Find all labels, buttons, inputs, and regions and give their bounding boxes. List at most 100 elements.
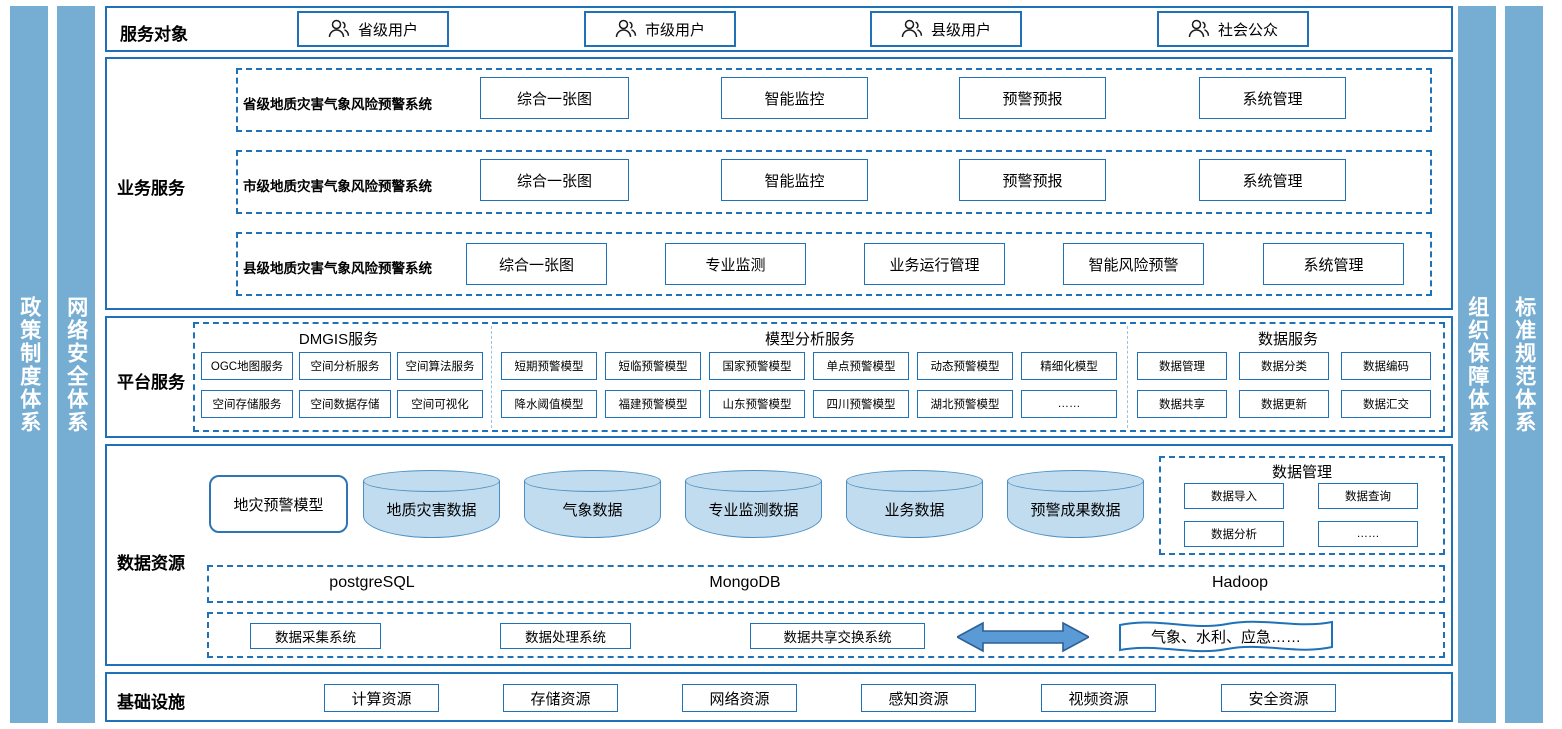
platform-group-title-dmgis: DMGIS服务 [298, 331, 379, 348]
model-item-9[interactable]: 四川预警模型 [813, 390, 909, 418]
dmgis-item-4[interactable]: 空间数据存储 [299, 390, 391, 418]
user-box-public[interactable]: 社会公众 [1157, 11, 1309, 47]
business-row-county-name: 县级地质灾害气象风险预警系统 [243, 261, 432, 276]
cylinder-label: 业务数据 [884, 502, 945, 519]
model-item-0[interactable]: 短期预警模型 [501, 352, 597, 380]
user-label: 省级用户 [357, 21, 418, 39]
infrastructure-item-0[interactable]: 计算资源 [324, 684, 439, 712]
pillar-policy-system: 政策制度体系 [10, 6, 48, 723]
platform-group-title-data: 数据服务 [1257, 331, 1318, 348]
model-item-3[interactable]: 单点预警模型 [813, 352, 909, 380]
data-management-title: 数据管理 [1271, 464, 1332, 481]
model-item-8[interactable]: 山东预警模型 [709, 390, 805, 418]
data-management-item-1[interactable]: 数据查询 [1318, 483, 1418, 509]
data-management-item-0[interactable]: 数据导入 [1184, 483, 1284, 509]
cylinder-label: 专业监测数据 [708, 502, 799, 519]
disaster-warning-model-box[interactable]: 地灾预警模型 [209, 475, 348, 533]
business-item-county-1[interactable]: 专业监测 [665, 243, 806, 285]
dmgis-item-2[interactable]: 空间算法服务 [397, 352, 483, 380]
business-item-municipal-0[interactable]: 综合一张图 [480, 159, 629, 201]
infrastructure-item-5[interactable]: 安全资源 [1221, 684, 1336, 712]
data-resource-label: 数据资源 [117, 554, 185, 573]
dmgis-item-0[interactable]: OGC地图服务 [201, 352, 293, 380]
business-item-provincial-2[interactable]: 预警预报 [959, 77, 1106, 119]
cylinder-top [524, 470, 661, 492]
model-item-1[interactable]: 短临预警模型 [605, 352, 701, 380]
user-label: 县级用户 [930, 21, 991, 39]
dataservice-item-4[interactable]: 数据更新 [1239, 390, 1329, 418]
infrastructure-item-2[interactable]: 网络资源 [682, 684, 797, 712]
cylinder-business-data[interactable]: 业务数据 [846, 470, 983, 538]
platform-service-label: 平台服务 [117, 373, 185, 392]
business-item-provincial-3[interactable]: 系统管理 [1199, 77, 1346, 119]
model-item-5[interactable]: 精细化模型 [1021, 352, 1117, 380]
model-item-6[interactable]: 降水阈值模型 [501, 390, 597, 418]
cylinder-geohazard-data[interactable]: 地质灾害数据 [363, 470, 500, 538]
service-objects-label: 服务对象 [120, 25, 188, 44]
dataservice-item-0[interactable]: 数据管理 [1137, 352, 1227, 380]
dmgis-item-5[interactable]: 空间可视化 [397, 390, 483, 418]
user-label: 社会公众 [1217, 21, 1278, 39]
cylinder-label: 预警成果数据 [1030, 502, 1121, 519]
user-icon [615, 19, 637, 38]
user-icon [1188, 19, 1210, 38]
cylinder-label: 气象数据 [562, 502, 623, 519]
pillar-network-security: 网络安全体系 [57, 6, 95, 723]
cylinder-meteorological-data[interactable]: 气象数据 [524, 470, 661, 538]
pipeline-system-processing[interactable]: 数据处理系统 [500, 623, 631, 649]
database-hadoop: Hadoop [1211, 574, 1269, 591]
pillar-network-label: 网络安全体系 [64, 295, 88, 434]
external-departments-doc[interactable]: 气象、水利、应急…… [1117, 616, 1335, 656]
cylinder-warning-results-data[interactable]: 预警成果数据 [1007, 470, 1144, 538]
business-item-county-0[interactable]: 综合一张图 [466, 243, 607, 285]
business-item-provincial-1[interactable]: 智能监控 [721, 77, 868, 119]
user-icon [328, 19, 350, 38]
cylinder-label: 地质灾害数据 [386, 502, 477, 519]
business-item-county-4[interactable]: 系统管理 [1263, 243, 1404, 285]
infrastructure-item-1[interactable]: 存储资源 [503, 684, 618, 712]
business-item-county-2[interactable]: 业务运行管理 [864, 243, 1005, 285]
model-item-2[interactable]: 国家预警模型 [709, 352, 805, 380]
platform-divider-2 [1127, 326, 1128, 428]
platform-group-title-model: 模型分析服务 [764, 331, 855, 348]
cylinder-professional-monitoring-data[interactable]: 专业监测数据 [685, 470, 822, 538]
user-icon [901, 19, 923, 38]
business-item-municipal-2[interactable]: 预警预报 [959, 159, 1106, 201]
data-management-item-3[interactable]: …… [1318, 521, 1418, 547]
model-item-10[interactable]: 湖北预警模型 [917, 390, 1013, 418]
pillar-organization-guarantee: 组织保障体系 [1458, 6, 1496, 723]
business-row-provincial-name: 省级地质灾害气象风险预警系统 [243, 97, 432, 112]
dataservice-item-5[interactable]: 数据汇交 [1341, 390, 1431, 418]
business-item-municipal-1[interactable]: 智能监控 [721, 159, 868, 201]
infrastructure-label: 基础设施 [117, 693, 185, 712]
dmgis-item-1[interactable]: 空间分析服务 [299, 352, 391, 380]
model-item-11[interactable]: …… [1021, 390, 1117, 418]
dataservice-item-1[interactable]: 数据分类 [1239, 352, 1329, 380]
business-item-county-3[interactable]: 智能风险预警 [1063, 243, 1204, 285]
cylinder-top [685, 470, 822, 492]
dataservice-item-3[interactable]: 数据共享 [1137, 390, 1227, 418]
dataservice-item-2[interactable]: 数据编码 [1341, 352, 1431, 380]
model-item-4[interactable]: 动态预警模型 [917, 352, 1013, 380]
cylinder-top [363, 470, 500, 492]
pillar-org-label: 组织保障体系 [1465, 295, 1489, 434]
pillar-std-label: 标准规范体系 [1512, 295, 1536, 434]
infrastructure-item-4[interactable]: 视频资源 [1041, 684, 1156, 712]
model-item-7[interactable]: 福建预警模型 [605, 390, 701, 418]
data-management-item-2[interactable]: 数据分析 [1184, 521, 1284, 547]
business-item-provincial-0[interactable]: 综合一张图 [480, 77, 629, 119]
cylinder-top [846, 470, 983, 492]
user-label: 市级用户 [644, 21, 705, 39]
user-box-county[interactable]: 县级用户 [870, 11, 1022, 47]
business-row-county [236, 232, 1432, 296]
user-box-provincial[interactable]: 省级用户 [297, 11, 449, 47]
business-item-municipal-3[interactable]: 系统管理 [1199, 159, 1346, 201]
database-mongodb: MongoDB [709, 574, 781, 591]
dmgis-item-3[interactable]: 空间存储服务 [201, 390, 293, 418]
infrastructure-item-3[interactable]: 感知资源 [861, 684, 976, 712]
pipeline-system-collection[interactable]: 数据采集系统 [250, 623, 381, 649]
pipeline-system-sharing[interactable]: 数据共享交换系统 [750, 623, 925, 649]
business-row-municipal-name: 市级地质灾害气象风险预警系统 [243, 179, 432, 194]
platform-divider-1 [491, 326, 492, 428]
user-box-municipal[interactable]: 市级用户 [584, 11, 736, 47]
